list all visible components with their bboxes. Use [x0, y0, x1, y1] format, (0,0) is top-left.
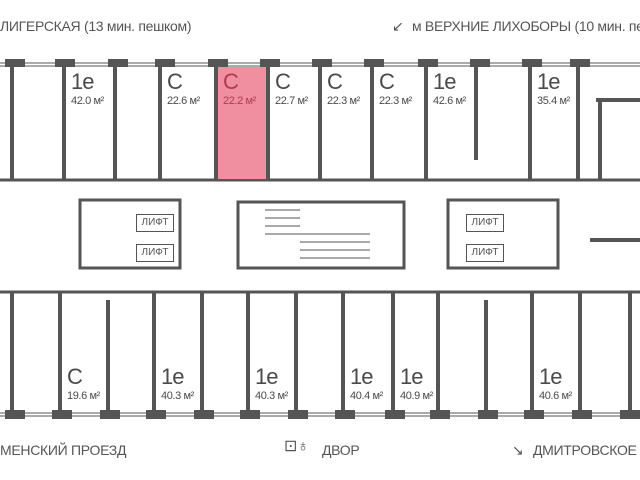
lift-3: ЛИФТ	[466, 214, 504, 232]
street-bottom-right: ДМИТРОВСКОЕ	[533, 442, 637, 458]
apartment-area: 40.9 м²	[400, 390, 433, 402]
apartment-area: 40.4 м²	[350, 390, 383, 402]
apartment-type: 1е	[350, 364, 374, 389]
apartment-area: 22.6 м²	[167, 95, 200, 107]
apartment-area: 42.0 м²	[71, 95, 104, 107]
street-top-left: ЛИГЕРСКАЯ (13 мин. пешком)	[0, 18, 192, 34]
street-bottom-center: ДВОР	[322, 442, 360, 458]
apartment-area: 35.4 м²	[537, 95, 570, 107]
lift-2: ЛИФТ	[136, 244, 174, 262]
apartment-type: С	[223, 69, 239, 94]
apartment-area: 22.7 м²	[275, 95, 308, 107]
apartment-area: 22.2 м²	[223, 95, 256, 107]
apartment-area: 40.6 м²	[539, 390, 572, 402]
apartment-area: 42.6 м²	[433, 95, 466, 107]
street-top-right: м ВЕРХНИЕ ЛИХОБОРЫ (10 мин. пе	[412, 18, 640, 34]
apartment-area: 19.6 м²	[67, 390, 100, 402]
apartment-type: С	[275, 69, 291, 94]
apartment-area: 40.3 м²	[161, 390, 194, 402]
apartment-area: 22.3 м²	[379, 95, 412, 107]
apartment-area: 40.3 м²	[255, 390, 288, 402]
apartment-type: 1е	[255, 364, 279, 389]
apartment-type: С	[167, 69, 183, 94]
apartment-type: С	[67, 364, 83, 389]
apartment-area: 22.3 м²	[327, 95, 360, 107]
courtyard-icon: ⊡♁	[284, 438, 309, 455]
apartment-type: 1е	[400, 364, 424, 389]
apartment-type: 1е	[433, 69, 457, 94]
apartment-type: 1е	[71, 69, 95, 94]
lift-4: ЛИФТ	[466, 244, 504, 262]
arrow-down-left-icon: ↙	[392, 18, 404, 34]
apartment-type: 1е	[161, 364, 185, 389]
apartment-type: 1е	[539, 364, 563, 389]
apartment-type: С	[327, 69, 343, 94]
apartment-type: 1е	[537, 69, 561, 94]
arrow-down-right-icon: ↘	[512, 442, 524, 458]
apartment-type: С	[379, 69, 395, 94]
street-bottom-left: МЕНСКИЙ ПРОЕЗД	[0, 442, 127, 458]
lift-1: ЛИФТ	[136, 214, 174, 232]
